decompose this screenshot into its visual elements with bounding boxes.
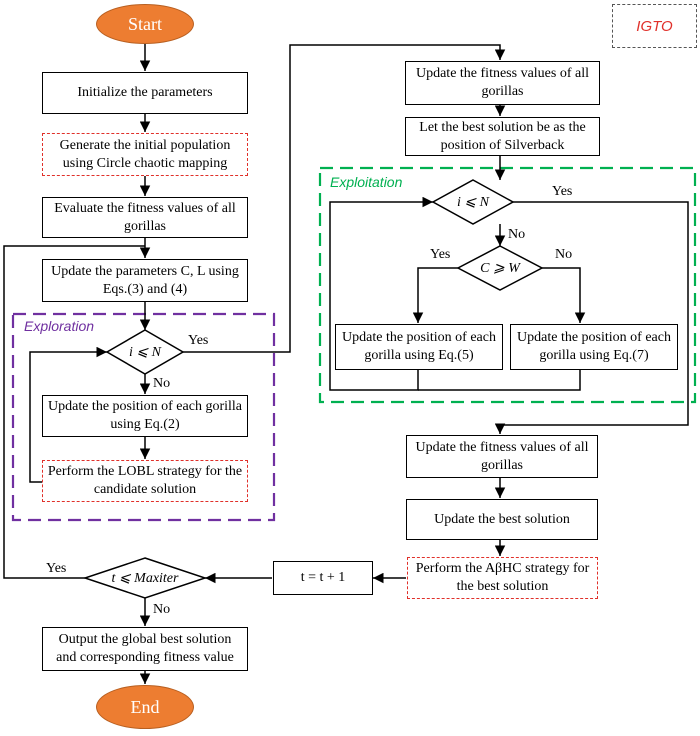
gen-population-box: Generate the initial population using Ci… — [42, 133, 248, 176]
update-params-box: Update the parameters C, L using Eqs.(3)… — [42, 259, 248, 302]
t-increment-box: t = t + 1 — [273, 561, 373, 595]
exploitation-frame — [318, 166, 697, 404]
igto-tag: IGTO — [612, 4, 697, 48]
init-params-box: Initialize the parameters — [42, 72, 248, 114]
edge-label-no-right-i: No — [508, 227, 526, 242]
edge-label-yes-cw: Yes — [430, 247, 451, 262]
edge-label-yes-left-i: Yes — [188, 333, 209, 348]
output-box: Output the global best solution and corr… — [42, 627, 248, 671]
cond-i-right-diamond — [431, 179, 515, 225]
edge-label-yes-right-i: Yes — [552, 184, 573, 199]
edge-label-no-cw: No — [555, 247, 573, 262]
update-best-box: Update the best solution — [406, 499, 598, 540]
cond-i-left-label: i ⩽ N — [129, 344, 161, 360]
cond-i-right-label: i ⩽ N — [457, 194, 489, 210]
end-terminal: End — [96, 685, 194, 729]
exploration-frame — [11, 312, 276, 522]
edge-label-no-maxiter: No — [153, 602, 171, 617]
edge-label-yes-maxiter: Yes — [46, 561, 67, 576]
update-fitness-top-box: Update the fitness values of all gorilla… — [405, 61, 600, 105]
exploration-title: Exploration — [24, 318, 95, 334]
cond-maxiter-label: t ⩽ Maxiter — [111, 570, 179, 586]
exploitation-title: Exploitation — [330, 174, 403, 190]
start-terminal: Start — [96, 4, 194, 44]
lobl-box: Perform the LOBL strategy for the candid… — [42, 460, 248, 502]
update-fitness-bottom-box: Update the fitness values of all gorilla… — [406, 435, 598, 478]
update-pos-eq2-box: Update the position of each gorilla usin… — [42, 395, 248, 437]
cond-cw-label: C ⩾ W — [480, 260, 520, 276]
update-pos-eq7-box: Update the position of each gorilla usin… — [510, 324, 678, 370]
best-silverback-box: Let the best solution be as the position… — [405, 117, 600, 156]
update-pos-eq5-box: Update the position of each gorilla usin… — [335, 324, 503, 370]
eval-fitness-box: Evaluate the fitness values of all goril… — [42, 197, 248, 238]
edge-label-no-left-i: No — [153, 376, 171, 391]
cond-cw-diamond — [456, 245, 544, 291]
abhc-box: Perform the AβHC strategy for the best s… — [407, 557, 598, 599]
